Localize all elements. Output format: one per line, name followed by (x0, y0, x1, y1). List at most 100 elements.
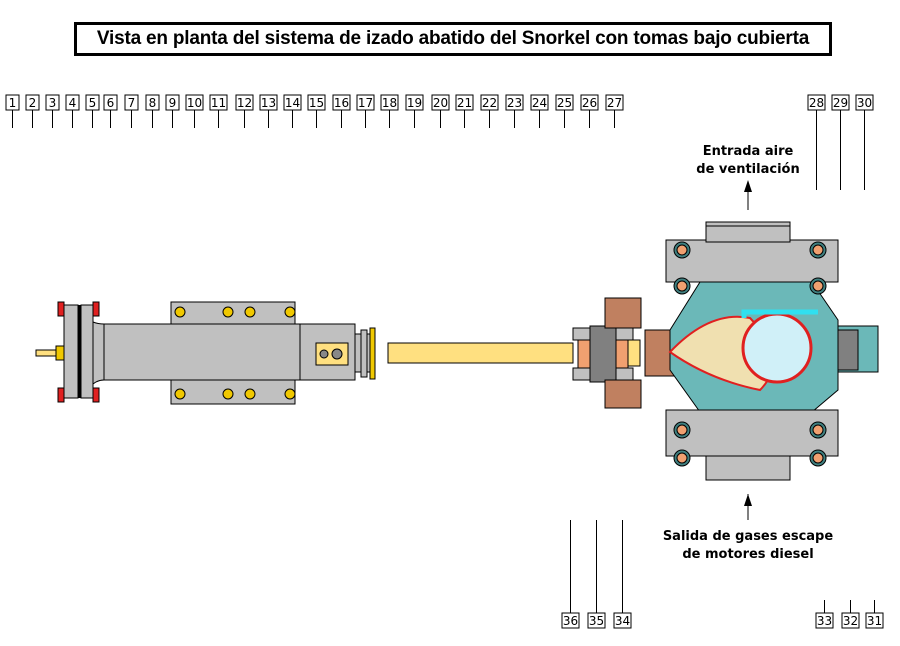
callout-number: 14 (285, 96, 300, 110)
callout-28: 28 (807, 94, 826, 111)
callout-number: 18 (382, 96, 397, 110)
callout-number: 31 (867, 614, 882, 628)
callout-36: 36 (561, 612, 580, 629)
callout-25: 25 (555, 94, 574, 111)
bolt-icon (222, 388, 234, 400)
leader-lines (12, 110, 875, 613)
callout-13: 13 (259, 94, 278, 111)
bolt-icon (174, 306, 186, 318)
callout-20: 20 (431, 94, 450, 111)
callout-number: 21 (457, 96, 472, 110)
callout-number: 11 (211, 96, 226, 110)
nut-top-right (92, 301, 100, 317)
callout-number: 5 (89, 96, 97, 110)
exhaust-outlet-box (665, 409, 839, 481)
callout-12: 12 (235, 94, 254, 111)
callout-24: 24 (530, 94, 549, 111)
callout-35: 35 (587, 612, 606, 629)
air-inlet-label-2: de ventilación (696, 162, 799, 177)
bracket-top (604, 297, 642, 329)
callout-number: 7 (128, 96, 136, 110)
nut-bottom-left (57, 387, 65, 403)
callout-1: 1 (5, 94, 20, 111)
callout-15: 15 (307, 94, 326, 111)
callout-14: 14 (283, 94, 302, 111)
callout-16: 16 (332, 94, 351, 111)
callout-number: 32 (843, 614, 858, 628)
callout-number: 26 (582, 96, 597, 110)
cylinder-flange-left (63, 304, 79, 399)
callout-26: 26 (580, 94, 599, 111)
callout-number: 10 (187, 96, 202, 110)
callout-29: 29 (831, 94, 850, 111)
bolt-icon (174, 388, 186, 400)
callout-9: 9 (165, 94, 180, 111)
exhaust-label-1: Salida de gases escape (663, 529, 834, 544)
callout-8: 8 (145, 94, 160, 111)
bolt-icon (244, 388, 256, 400)
exhaust-label-2: de motores diesel (682, 547, 813, 562)
diagram-title: Vista en planta del sistema de izado aba… (74, 22, 832, 56)
nut-top-left (57, 301, 65, 317)
hydraulic-cylinder (35, 301, 376, 405)
air-inlet-arrow-icon (744, 180, 752, 210)
callout-33: 33 (815, 612, 834, 629)
air-inlet-label-1: Entrada aire (703, 144, 794, 159)
hydraulic-connector (35, 349, 59, 357)
exhaust-tube (741, 312, 813, 384)
callout-number: 9 (169, 96, 177, 110)
callout-number: 8 (149, 96, 157, 110)
drain-pipe (741, 309, 818, 318)
callout-number: 17 (358, 96, 373, 110)
callout-number: 24 (532, 96, 547, 110)
callout-17: 17 (356, 94, 375, 111)
pin-icon (319, 349, 329, 359)
callout-6: 6 (103, 94, 118, 111)
callout-number: 27 (607, 96, 622, 110)
cylinder-flange-right (80, 304, 94, 399)
callout-number: 2 (29, 96, 37, 110)
callout-number: 1 (9, 96, 17, 110)
air-inlet-box (665, 221, 839, 283)
callout-27: 27 (605, 94, 624, 111)
callout-30: 30 (855, 94, 874, 111)
callout-32: 32 (841, 612, 860, 629)
exhaust-arrow-icon (744, 494, 752, 520)
callout-number: 15 (309, 96, 324, 110)
callout-21: 21 (455, 94, 474, 111)
callout-number: 33 (817, 614, 832, 628)
callout-11: 11 (209, 94, 228, 111)
piston-rod (387, 342, 574, 364)
flange-gasket (78, 305, 81, 398)
callout-3: 3 (45, 94, 60, 111)
callout-number: 35 (589, 614, 604, 628)
callout-4: 4 (65, 94, 80, 111)
connector-nut (55, 345, 65, 361)
nut-bottom-right (92, 387, 100, 403)
callout-34: 34 (613, 612, 632, 629)
callout-number: 29 (833, 96, 848, 110)
callout-2: 2 (25, 94, 40, 111)
bracket-bottom (604, 379, 642, 409)
callout-number: 4 (69, 96, 77, 110)
callout-10: 10 (185, 94, 204, 111)
callout-18: 18 (380, 94, 399, 111)
callout-number: 23 (507, 96, 522, 110)
bolt-icon (284, 388, 296, 400)
callout-number: 3 (49, 96, 57, 110)
callout-number: 6 (107, 96, 115, 110)
bolt-icon (244, 306, 256, 318)
callout-5: 5 (85, 94, 100, 111)
callout-number: 16 (334, 96, 349, 110)
rod-coupling (572, 297, 676, 409)
callout-number: 12 (237, 96, 252, 110)
rod-flange (369, 327, 376, 380)
callout-19: 19 (405, 94, 424, 111)
callout-31: 31 (865, 612, 884, 629)
callout-number: 25 (557, 96, 572, 110)
callout-number: 20 (433, 96, 448, 110)
callout-number: 13 (261, 96, 276, 110)
bolt-icon (284, 306, 296, 318)
callout-number: 28 (809, 96, 824, 110)
